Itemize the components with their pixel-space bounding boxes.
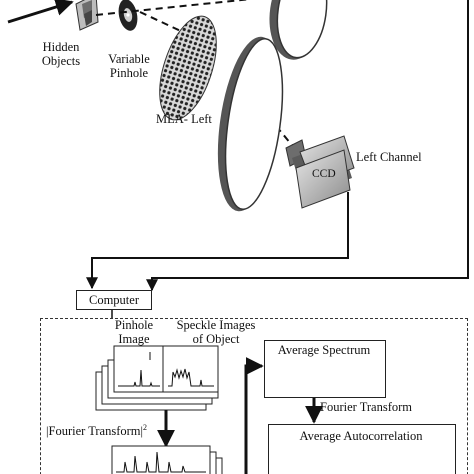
right-channel-cable xyxy=(146,0,469,292)
processing-region xyxy=(40,318,468,474)
speckle-images-label: Speckle Images of Object xyxy=(176,318,256,346)
beam-upper xyxy=(95,0,252,16)
power-spectrum-stack xyxy=(111,445,223,474)
average-autocorrelation-label: Average Autocorrelation xyxy=(299,429,423,443)
average-spectrum-box xyxy=(264,340,386,398)
mla-left-label: MLA- Left xyxy=(156,112,212,126)
computer-label: Computer xyxy=(89,293,139,307)
lower-lens xyxy=(217,36,284,212)
input-arrow xyxy=(7,0,74,24)
average-autocorrelation-box xyxy=(268,424,456,474)
left-channel-label: Left Channel xyxy=(356,150,422,164)
mla-left xyxy=(159,15,217,121)
fourier-squared-text: |Fourier Transform| xyxy=(46,424,144,439)
fourier-transform-label: Fourier Transform xyxy=(320,400,413,414)
fourier-transform-squared-label: |Fourier Transform|2 xyxy=(46,423,148,439)
speckle-image-stack xyxy=(95,345,219,411)
arrow-to-average-spectrum xyxy=(244,357,264,474)
computer-box: Computer xyxy=(76,290,152,310)
upper-lens xyxy=(269,0,328,60)
variable-pinhole-label: Variable Pinhole xyxy=(108,52,150,80)
variable-pinhole xyxy=(118,0,138,31)
fourier-squared-exponent: 2 xyxy=(143,423,148,432)
hidden-objects-plate xyxy=(75,0,99,31)
left-channel-cable xyxy=(86,192,349,290)
pinhole-image-label: Pinhole Image xyxy=(114,318,154,346)
average-spectrum-label: Average Spectrum xyxy=(277,343,371,357)
ccd-camera xyxy=(285,135,355,209)
ccd-label: CCD xyxy=(312,168,336,180)
hidden-objects-label: Hidden Objects xyxy=(41,40,81,68)
